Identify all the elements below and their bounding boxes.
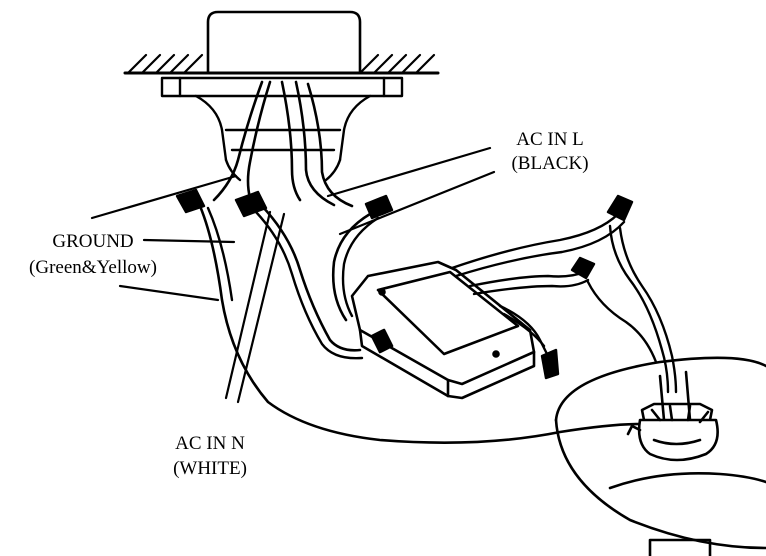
- ac-in-l-label: AC IN L: [516, 129, 584, 150]
- ground-color-label: (Green&Yellow): [29, 257, 157, 278]
- leader-lines: [90, 146, 496, 404]
- top-connectors: [175, 188, 394, 220]
- receiver-module: [350, 260, 536, 400]
- neutral-wire: [260, 204, 362, 352]
- receiver-output-wires: [450, 212, 678, 394]
- output-connectors: [540, 194, 634, 380]
- ac-in-n-label: AC IN N: [175, 433, 245, 454]
- ac-in-n-color-label: (WHITE): [173, 458, 247, 479]
- downrod: [626, 370, 719, 462]
- ground-label: GROUND: [52, 231, 134, 252]
- mounting-bracket: [160, 76, 404, 182]
- line-wire: [331, 212, 372, 322]
- ground-wire: [198, 204, 642, 444]
- fan-canopy: [554, 356, 766, 556]
- ceiling: [123, 53, 440, 75]
- supply-wires: [212, 80, 354, 208]
- junction-box: [206, 10, 362, 75]
- ac-in-l-color-label: (BLACK): [511, 153, 589, 174]
